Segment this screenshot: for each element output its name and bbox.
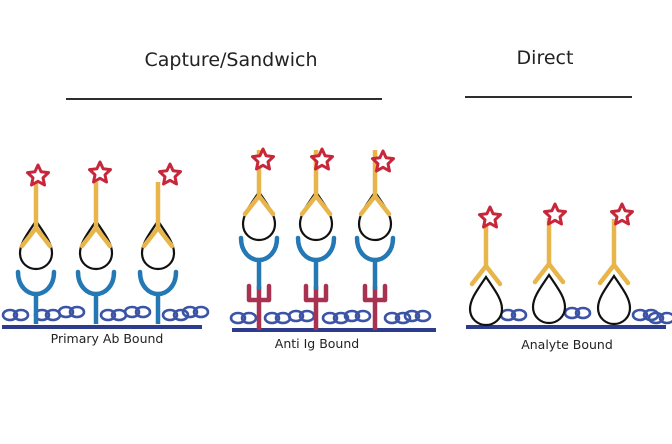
assay-unit <box>78 160 114 324</box>
assay-unit <box>298 147 334 330</box>
assay-unit <box>357 150 394 330</box>
assay-unit <box>468 205 504 327</box>
assay-unit <box>140 162 182 324</box>
panel-label-analyte-bound: Analyte Bound <box>521 337 613 352</box>
panel-label-primary-ab-bound: Primary Ab Bound <box>51 331 164 346</box>
assay-unit <box>241 147 277 330</box>
panel-label-anti-ig-bound: Anti Ig Bound <box>275 336 359 351</box>
assay-unit <box>596 202 634 326</box>
panel-primary-ab-bound: Primary Ab Bound <box>1 160 210 346</box>
assay-unit <box>531 202 567 325</box>
panel-anti-ig-bound: Anti Ig Bound <box>229 147 436 351</box>
group-title-direct: Direct <box>517 47 574 69</box>
surface-pattern <box>499 306 672 325</box>
assay-unit <box>18 163 54 324</box>
panel-analyte-bound: Analyte Bound <box>466 202 672 352</box>
group-title-capture-sandwich: Capture/Sandwich <box>144 49 317 71</box>
